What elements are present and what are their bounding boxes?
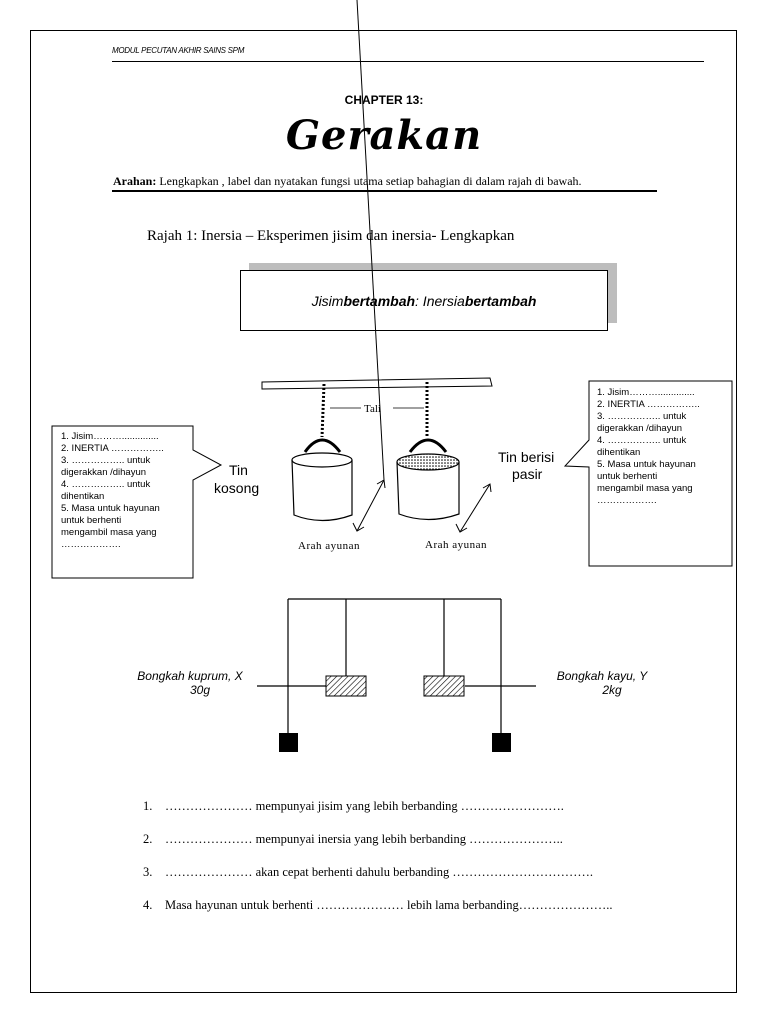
question-2: 2. ………………… mempunyai inersia yang lebih b… — [143, 832, 563, 847]
empty-tin — [291, 383, 353, 522]
tin-sand-label-1: Tin berisi — [498, 449, 554, 465]
module-header: MODUL PECUTAN AKHIR SAINS SPM — [112, 46, 245, 55]
question-number: 4. — [143, 898, 153, 912]
chapter-heading: CHAPTER 13: — [344, 93, 424, 107]
instruction-text: Lengkapkan , label dan nyatakan fungsi u… — [156, 174, 582, 188]
callout-left-line: 4. …………….. untuk — [61, 479, 151, 490]
question-4: 4. Masa hayunan untuk berhenti ………………… le… — [143, 898, 613, 913]
copper-block-label: Bongkah kuprum, X 30g — [120, 669, 260, 697]
figure-caption: Rajah 1: Inersia – Eksperimen jisim dan … — [147, 228, 515, 244]
instruction-divider — [112, 190, 657, 192]
callout-right: 1. Jisim……….............. 2. INERTIA ………… — [597, 387, 700, 507]
page-border — [30, 30, 737, 993]
callout-left-frame — [51, 425, 223, 579]
swing-label-right: Arah ayunan — [425, 539, 487, 551]
rule-part-1: Jisim — [311, 292, 344, 309]
callout-left-line: dihentikan — [61, 491, 105, 502]
question-text: ………………… akan cepat berhenti dahulu berba… — [165, 865, 594, 879]
callout-right-line: 2. INERTIA …………….. — [597, 399, 700, 410]
callout-right-line: 5. Masa untuk hayunan — [597, 459, 696, 470]
callout-left-line: 2. INERTIA …………….. — [61, 443, 164, 454]
callout-right-line: untuk berhenti — [597, 471, 658, 482]
swing-arrow-right — [455, 483, 492, 533]
callout-left-line: 5. Masa untuk hayunan — [61, 503, 160, 514]
question-1: 1. ………………… mempunyai jisim yang lebih ber… — [143, 799, 564, 814]
question-text: Masa hayunan untuk berhenti ………………… lebi… — [165, 898, 613, 912]
rule-part-4: bertambah — [464, 292, 537, 309]
callout-left-line: 1. Jisim……….............. — [61, 431, 159, 442]
tin-sand-label-2: pasir — [512, 466, 543, 482]
instruction: Arahan: Lengkapkan , label dan nyatakan … — [113, 174, 582, 189]
copper-block-name: Bongkah kuprum, X — [137, 669, 243, 683]
callout-right-line: 3. …………….. untuk — [597, 411, 687, 422]
callout-left-line: digerakkan /dihayun — [61, 467, 147, 478]
callout-right-line: ………………. — [597, 495, 657, 506]
wood-block-label: Bongkah kayu, Y 2kg — [532, 669, 672, 697]
callout-right-line: dihentikan — [597, 447, 641, 458]
callout-right-line: digerakkan /dihayun — [597, 423, 683, 434]
question-number: 1. — [143, 799, 153, 813]
rule-part-2: bertambah — [343, 292, 416, 309]
question-text: ………………… mempunyai inersia yang lebih ber… — [165, 832, 563, 846]
question-number: 2. — [143, 832, 153, 846]
callout-left-line: untuk berhenti — [61, 515, 122, 526]
support-rod — [261, 377, 493, 390]
wood-block — [423, 675, 465, 697]
callout-left-line: mengambil masa yang — [61, 527, 157, 538]
swing-label-left: Arah ayunan — [298, 540, 360, 552]
block-frame — [257, 598, 536, 734]
header-divider — [112, 61, 704, 62]
base-right — [492, 733, 511, 752]
wood-block-name: Bongkah kayu, Y — [556, 669, 648, 683]
copper-block — [325, 675, 367, 697]
callout-right-line: 4. …………….. untuk — [597, 435, 687, 446]
callout-right-line: 1. Jisim……….............. — [597, 387, 695, 398]
rule-part-3: : Inersia — [415, 292, 465, 309]
callout-right-frame — [563, 380, 733, 567]
tali-label: Tali — [364, 403, 381, 415]
question-number: 3. — [143, 865, 153, 879]
callout-left: 1. Jisim……….............. 2. INERTIA ………… — [61, 431, 164, 551]
question-text: ………………… mempunyai jisim yang lebih berba… — [165, 799, 564, 813]
callout-left-line: 3. …………….. untuk — [61, 455, 151, 466]
tin-empty-label-2: kosong — [214, 480, 259, 496]
callout-left-line: ………………. — [61, 539, 121, 550]
base-left — [279, 733, 298, 752]
tin-empty-label-1: Tin — [229, 462, 248, 478]
question-3: 3. ………………… akan cepat berhenti dahulu ber… — [143, 865, 593, 880]
swing-arrow-left — [352, 0, 386, 532]
sand-tin — [396, 382, 460, 521]
page-title: Gerakan — [285, 112, 483, 159]
wood-block-mass: 2kg — [602, 683, 622, 697]
callout-right-line: mengambil masa yang — [597, 483, 693, 494]
copper-block-mass: 30g — [189, 683, 211, 697]
rule-box: Jisim bertambah : Inersia bertambah — [240, 270, 608, 331]
instruction-label: Arahan: — [113, 174, 157, 188]
